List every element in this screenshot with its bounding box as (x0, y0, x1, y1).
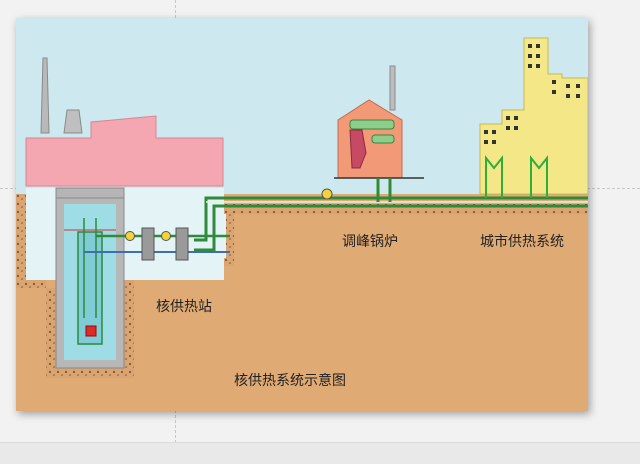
soil-band-shaft-right (124, 258, 134, 378)
valve-icon (125, 231, 135, 241)
heat-exchanger-icon-2 (175, 227, 189, 261)
boiler-chimney (389, 65, 396, 111)
reactor-vessel (77, 231, 103, 345)
reactor-core-icon (85, 325, 97, 337)
soil-band-surface (230, 204, 588, 214)
chimney-icon (40, 57, 50, 134)
boiler-furnace (349, 129, 367, 169)
slide-canvas[interactable]: 核供热站 调峰锅炉 城市供热系统 核供热系统示意图 (16, 18, 588, 411)
city-skyline (479, 37, 588, 195)
secondary-pipe-riser-inner (194, 204, 588, 252)
soil-band-basement (16, 280, 46, 288)
editor-bottom-strip (0, 442, 640, 464)
valve-icon-2 (161, 231, 171, 241)
secondary-pipe-riser-outer (194, 196, 588, 242)
boiler-drum-top (349, 119, 395, 130)
city-radiator-2 (530, 155, 548, 198)
soil-band-left (16, 194, 26, 284)
label-peak-boiler: 调峰锅炉 (342, 234, 398, 250)
label-city-heating: 城市供热系统 (480, 234, 564, 250)
label-nuclear-station: 核供热站 (156, 299, 212, 315)
boiler-drum-mid (371, 134, 395, 144)
diagram-title: 核供热系统示意图 (234, 373, 346, 389)
city-windows (484, 44, 580, 144)
small-stack (63, 109, 83, 134)
city-radiator-1 (485, 155, 503, 198)
soil-band-shaft-left (46, 288, 56, 378)
station-foundation (55, 187, 125, 199)
soil-band-shaft-bottom (46, 368, 134, 378)
nuclear-heating-diagram (16, 18, 588, 411)
heat-exchanger-icon (141, 227, 155, 261)
valve-icon-main (321, 188, 333, 200)
nuclear-station-building (25, 115, 224, 187)
soil-band-tunnel-end (224, 204, 234, 264)
